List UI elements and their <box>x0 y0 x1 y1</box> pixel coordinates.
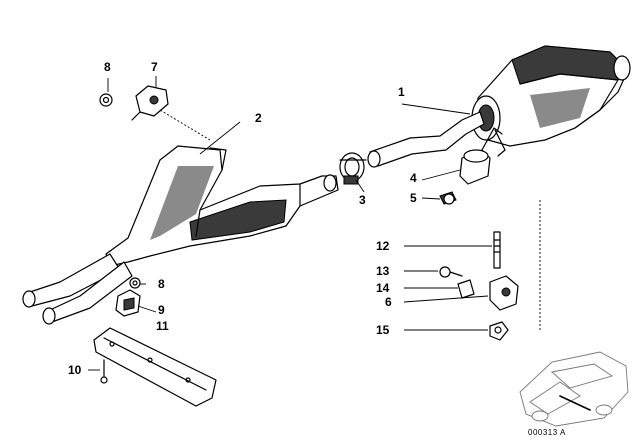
callout-7: 7 <box>151 60 158 74</box>
callout-1: 1 <box>398 85 405 99</box>
callout-4: 4 <box>410 171 417 185</box>
rear-silencer <box>471 45 631 157</box>
callout-14: 14 <box>376 281 390 295</box>
heat-shield <box>93 327 217 407</box>
drawing-code: 000313 A <box>528 428 566 437</box>
rear-hanger <box>439 127 503 205</box>
callout-6: 6 <box>385 295 392 309</box>
connecting-pipe <box>367 111 485 168</box>
callout-5: 5 <box>410 191 417 205</box>
callout-9: 9 <box>158 303 165 317</box>
callout-13: 13 <box>376 264 390 278</box>
callout-8-lower: 8 <box>158 277 165 291</box>
callout-2: 2 <box>255 111 262 125</box>
front-silencer-y-pipe <box>22 145 339 325</box>
pipe-clamp <box>339 152 367 185</box>
front-bracket <box>99 85 169 121</box>
callout-12: 12 <box>376 239 390 253</box>
vehicle-silhouette <box>519 351 629 427</box>
rubber-mount <box>115 277 141 317</box>
mounting-hardware <box>439 200 541 341</box>
callout-3: 3 <box>359 193 366 207</box>
callout-8-upper: 8 <box>104 60 111 74</box>
callout-10: 10 <box>68 363 82 377</box>
callout-11: 11 <box>156 319 169 333</box>
callout-15: 15 <box>376 323 390 337</box>
leader-lines <box>88 76 492 371</box>
